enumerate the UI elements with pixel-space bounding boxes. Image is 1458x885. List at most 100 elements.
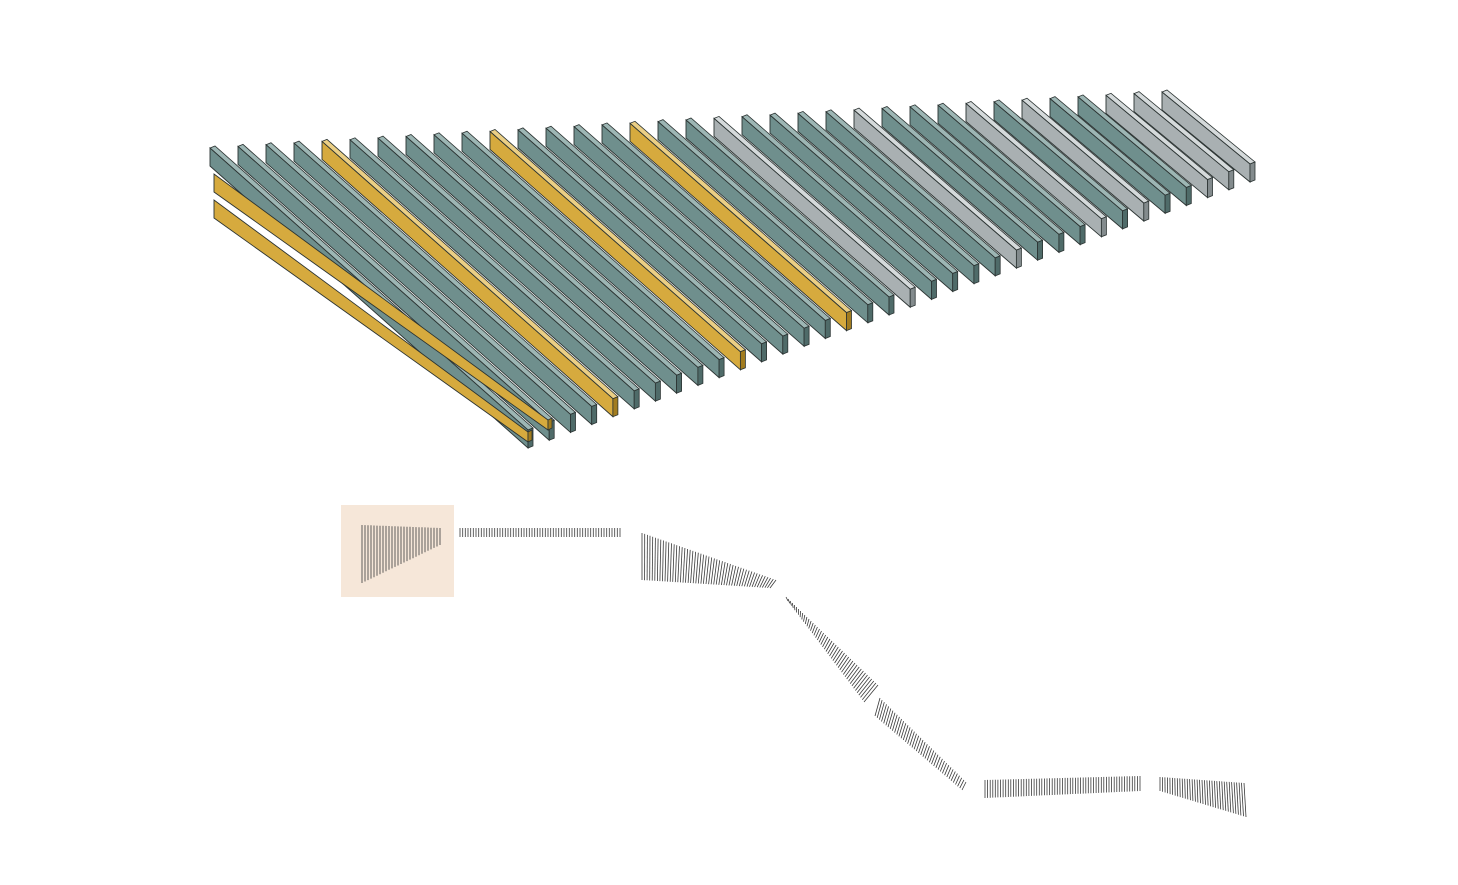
slat-end xyxy=(973,263,980,285)
hatch-line xyxy=(810,622,814,631)
hatch-line xyxy=(863,684,879,703)
hatch-line xyxy=(830,646,839,659)
hatch-line xyxy=(929,750,935,763)
slat-end xyxy=(1228,169,1235,191)
slat-end xyxy=(676,372,682,394)
hatch-line xyxy=(803,614,806,622)
hatch-line xyxy=(672,544,675,582)
slat-end xyxy=(824,317,831,340)
segment-3 xyxy=(641,533,777,589)
hatch-line xyxy=(879,702,885,720)
hatch-line xyxy=(806,618,810,627)
slat xyxy=(489,129,747,371)
slat-end xyxy=(718,357,725,379)
hatch-line xyxy=(1231,782,1234,814)
hatch-line xyxy=(1216,781,1219,809)
hatch-line xyxy=(955,775,960,785)
hatch-line xyxy=(700,554,704,584)
slat-end xyxy=(655,380,661,402)
hatch-line xyxy=(697,553,702,584)
slat xyxy=(1133,91,1235,191)
hatch-line xyxy=(813,626,818,636)
hatch-line xyxy=(751,573,758,588)
hatch-line xyxy=(674,545,678,583)
slat xyxy=(545,125,789,356)
slat-end xyxy=(612,396,619,418)
slat-end xyxy=(1101,216,1107,238)
hatch-line xyxy=(825,640,833,652)
hatch-line xyxy=(728,564,734,586)
highlight-box xyxy=(341,505,454,597)
hatch-line xyxy=(801,612,804,620)
hatch-line xyxy=(769,579,777,589)
slat xyxy=(797,110,980,285)
slat xyxy=(1049,96,1171,215)
hatch-line xyxy=(744,570,750,587)
hatch-line xyxy=(842,660,854,675)
hatch-line xyxy=(887,710,894,728)
slat-end xyxy=(994,255,1001,277)
hatch-line xyxy=(759,576,766,588)
slat xyxy=(573,124,810,348)
hatch-line xyxy=(718,561,723,585)
hatch-line xyxy=(815,628,820,638)
hatch-line xyxy=(820,634,827,645)
hatch-line xyxy=(855,674,868,691)
hatch-line xyxy=(946,767,952,778)
hatch-line xyxy=(1194,779,1196,802)
slat xyxy=(713,115,916,309)
slat-end xyxy=(1207,177,1213,199)
slat xyxy=(517,127,768,363)
slat-end xyxy=(1079,224,1086,246)
hatch-line xyxy=(920,741,926,756)
slat-end xyxy=(570,411,576,433)
slat xyxy=(433,132,704,387)
hatch-line xyxy=(915,737,922,752)
hatch-line xyxy=(726,563,731,586)
hatch-line xyxy=(1184,778,1186,799)
hatch-line xyxy=(1218,781,1222,810)
hatch-line xyxy=(741,569,747,587)
segment-7 xyxy=(1159,777,1247,818)
hatch-line xyxy=(662,540,664,582)
hatch-line xyxy=(764,577,771,588)
hatch-line xyxy=(823,638,831,650)
slat-end xyxy=(952,270,959,293)
hatch-line xyxy=(856,676,870,694)
hatch-line xyxy=(818,632,824,643)
slat xyxy=(1161,89,1256,183)
slat xyxy=(881,106,1044,262)
lower-slat xyxy=(213,199,533,443)
hatch-line xyxy=(705,556,710,585)
hatch-line xyxy=(881,704,887,722)
slat-end xyxy=(782,333,789,355)
hatch-line xyxy=(924,746,930,759)
slat-end xyxy=(1164,192,1171,214)
segment-4 xyxy=(785,596,879,703)
slat-end xyxy=(633,388,640,410)
hatch-line xyxy=(659,539,662,582)
hatch-line xyxy=(846,664,858,680)
hatch-line xyxy=(680,547,683,583)
slat xyxy=(657,119,874,324)
hatch-line xyxy=(657,538,659,582)
hatch-line xyxy=(785,596,789,602)
hatch-line xyxy=(944,765,950,776)
hatch-line xyxy=(682,547,686,583)
hatch-line xyxy=(841,658,852,673)
hatch-line xyxy=(902,725,909,741)
hatch-line xyxy=(1209,780,1211,807)
hatch-line xyxy=(911,733,917,748)
hatch-line xyxy=(723,563,729,586)
hatch-line xyxy=(1204,780,1206,805)
hatch-line xyxy=(1181,778,1184,798)
lower-slat xyxy=(213,173,553,431)
hatch-line xyxy=(1243,782,1247,818)
hatch-line xyxy=(837,654,847,668)
slat-end xyxy=(846,310,852,332)
hatch-line xyxy=(677,546,680,583)
slat-end xyxy=(1185,184,1192,207)
slat xyxy=(405,134,683,395)
